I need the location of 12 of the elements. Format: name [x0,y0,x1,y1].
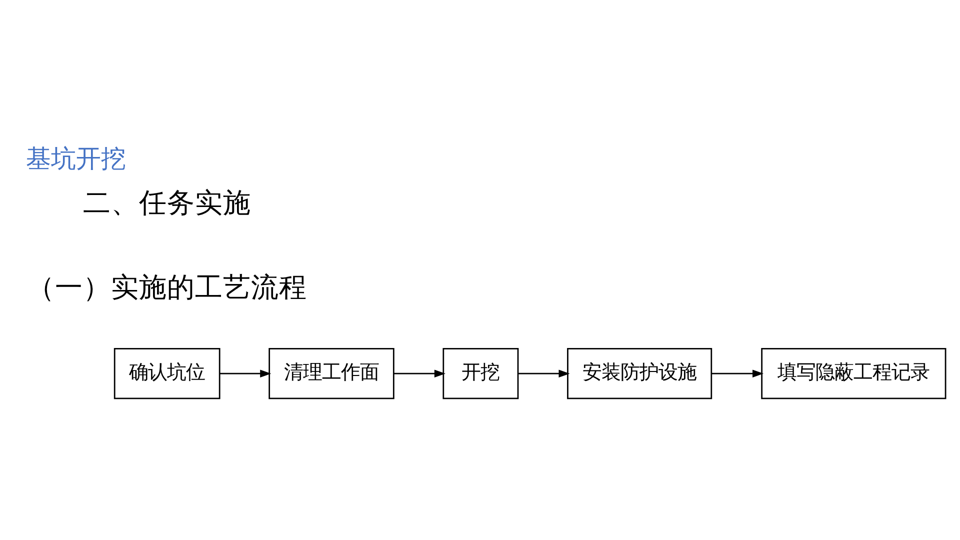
arrow [394,370,446,378]
node-box: 清理工作面 [268,348,394,400]
label: （一）实施的工艺流程 [27,270,308,304]
node-box: 安装防护设施 [567,348,712,400]
node-box: 确认坑位 [114,348,220,400]
arrow [518,370,570,378]
arrow [220,370,272,378]
label: 二、任务实施 [83,186,252,219]
arrow [712,370,764,378]
node-box: 填写隐蔽工程记录 [761,348,946,400]
diagram-title: 基坑开挖 [26,144,126,173]
node-box: 开挖 [442,348,519,400]
